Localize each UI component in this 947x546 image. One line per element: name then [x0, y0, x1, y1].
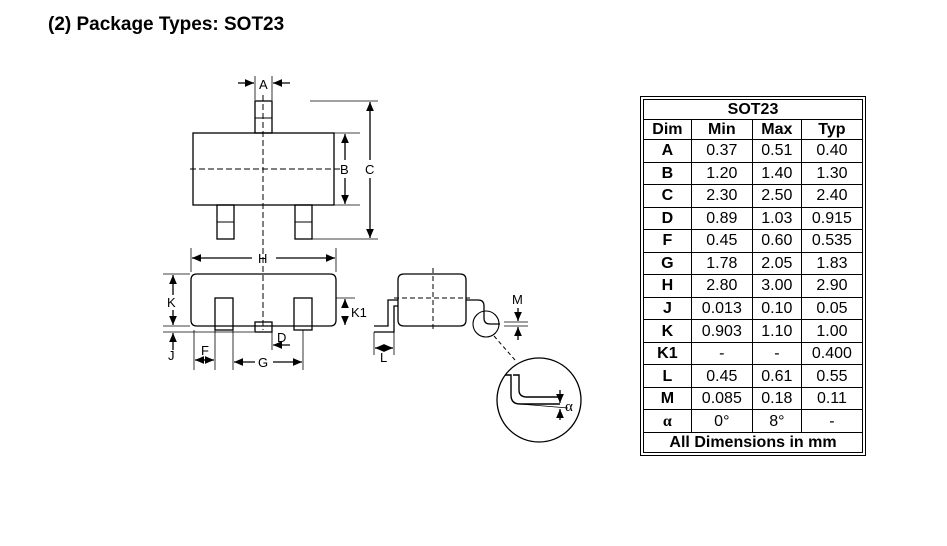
typ-cell: 0.05: [800, 296, 864, 321]
dim-cell: M: [643, 386, 692, 411]
dim-cell: α: [643, 409, 692, 433]
typ-cell: 1.83: [800, 251, 864, 276]
min-cell: 0.085: [690, 386, 753, 411]
min-cell: 0°: [690, 409, 753, 433]
label-K1: K1: [351, 305, 367, 320]
min-cell: -: [690, 341, 753, 366]
typ-cell: 1.30: [800, 161, 864, 186]
dim-cell: F: [643, 229, 692, 253]
label-H: H: [258, 251, 267, 266]
min-cell: 1.78: [690, 251, 753, 276]
max-cell: 2.05: [751, 251, 802, 276]
dim-cell: C: [643, 184, 692, 208]
min-cell: 2.80: [690, 274, 753, 298]
max-cell: 1.10: [751, 319, 802, 343]
dim-cell: G: [643, 251, 692, 276]
table-row: K1--0.400: [643, 341, 864, 366]
dim-cell: D: [643, 206, 692, 231]
label-B: B: [340, 162, 349, 177]
min-cell: 0.45: [690, 229, 753, 253]
label-K: K: [167, 295, 176, 310]
dim-cell: B: [643, 161, 692, 186]
max-cell: 1.03: [751, 206, 802, 231]
min-cell: 0.89: [690, 206, 753, 231]
dim-cell: A: [643, 139, 692, 163]
typ-cell: 1.00: [800, 319, 864, 343]
typ-cell: -: [800, 409, 864, 433]
label-A: A: [259, 77, 268, 92]
header-min: Min: [690, 119, 753, 140]
max-cell: 0.60: [751, 229, 802, 253]
table-footer: All Dimensions in mm: [643, 432, 863, 453]
label-F: F: [201, 343, 209, 358]
max-cell: 3.00: [751, 274, 802, 298]
min-cell: 0.903: [690, 319, 753, 343]
max-cell: 2.50: [751, 184, 802, 208]
dim-cell: L: [643, 364, 692, 388]
page-heading: (2) Package Types: SOT23: [48, 14, 285, 35]
min-cell: 1.20: [690, 161, 753, 186]
max-cell: 1.40: [751, 161, 802, 186]
table-title: SOT23: [643, 99, 863, 120]
label-C: C: [365, 162, 374, 177]
max-cell: -: [751, 341, 802, 366]
typ-cell: 0.400: [800, 341, 864, 366]
dim-cell: K1: [643, 341, 692, 366]
typ-cell: 0.55: [800, 364, 864, 388]
dim-cell: K: [643, 319, 692, 343]
label-J: J: [168, 348, 175, 363]
max-cell: 0.51: [751, 139, 802, 163]
min-cell: 0.37: [690, 139, 753, 163]
min-cell: 0.013: [690, 296, 753, 321]
header-max: Max: [751, 119, 802, 140]
typ-cell: 0.40: [800, 139, 864, 163]
typ-cell: 2.40: [800, 184, 864, 208]
dim-cell: H: [643, 274, 692, 298]
max-cell: 0.61: [751, 364, 802, 388]
typ-cell: 0.535: [800, 229, 864, 253]
typ-cell: 0.915: [800, 206, 864, 231]
typ-cell: 0.11: [800, 386, 864, 411]
label-alpha: α: [565, 399, 573, 415]
label-L: L: [380, 350, 387, 365]
max-cell: 0.10: [751, 296, 802, 321]
label-G: G: [258, 355, 268, 370]
header-dim: Dim: [643, 119, 692, 140]
header-typ: Typ: [800, 119, 864, 140]
dim-cell: J: [643, 296, 692, 321]
label-M: M: [512, 292, 523, 307]
max-cell: 0.18: [751, 386, 802, 411]
max-cell: 8°: [751, 409, 802, 433]
label-D: D: [277, 330, 286, 345]
min-cell: 0.45: [690, 364, 753, 388]
detail-circle: [496, 357, 582, 443]
side-view-body: [190, 273, 337, 327]
typ-cell: 2.90: [800, 274, 864, 298]
end-view-body: [397, 273, 467, 327]
min-cell: 2.30: [690, 184, 753, 208]
